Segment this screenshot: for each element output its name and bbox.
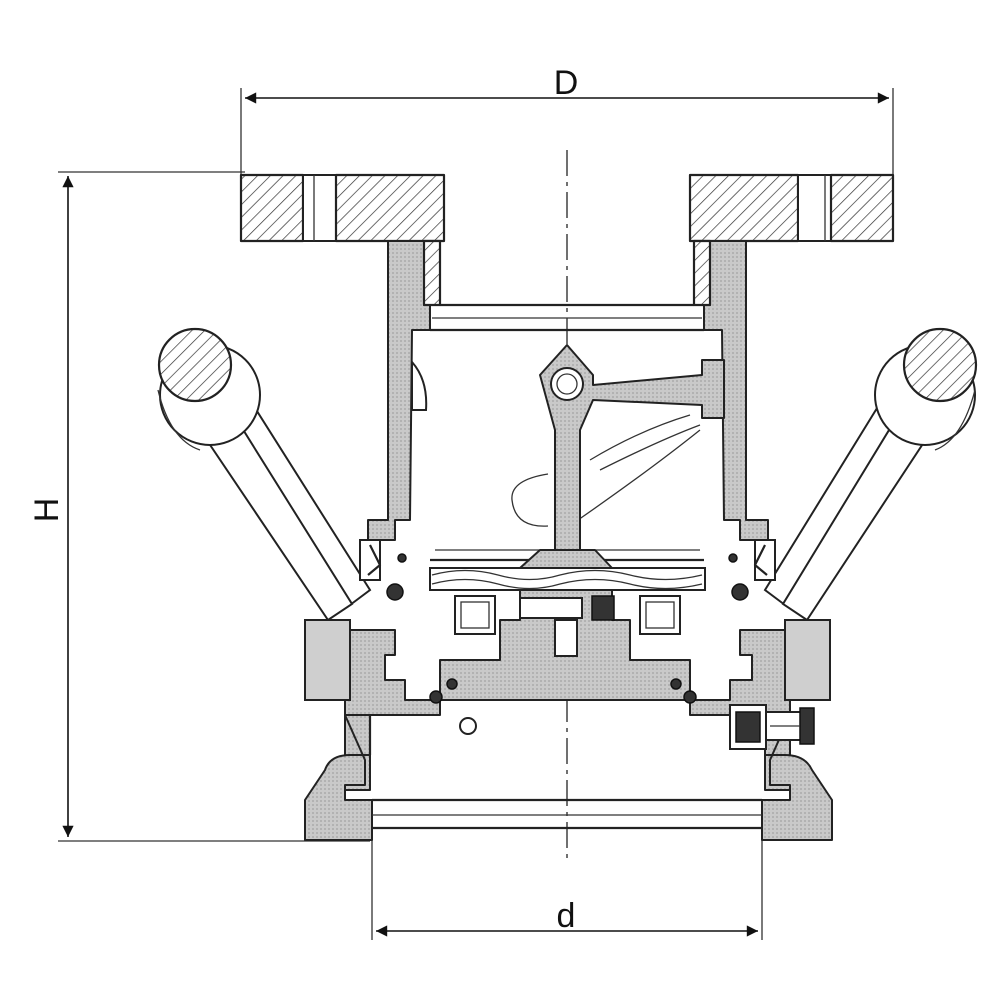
coupling-bottom bbox=[304, 714, 833, 841]
dimension-label-H: H bbox=[28, 498, 66, 523]
dimension-D: D bbox=[240, 64, 894, 175]
side-locks bbox=[359, 539, 776, 581]
dimension-H: H bbox=[28, 171, 370, 842]
left-cam-handle bbox=[157, 327, 372, 701]
right-cam-handle bbox=[763, 327, 978, 701]
indicator-lever bbox=[539, 344, 725, 561]
upper-body bbox=[367, 239, 769, 562]
flange bbox=[239, 173, 895, 243]
dimension-label-d: d bbox=[557, 897, 576, 935]
dimension-label-D: D bbox=[554, 64, 579, 102]
drain-valve bbox=[729, 704, 815, 750]
